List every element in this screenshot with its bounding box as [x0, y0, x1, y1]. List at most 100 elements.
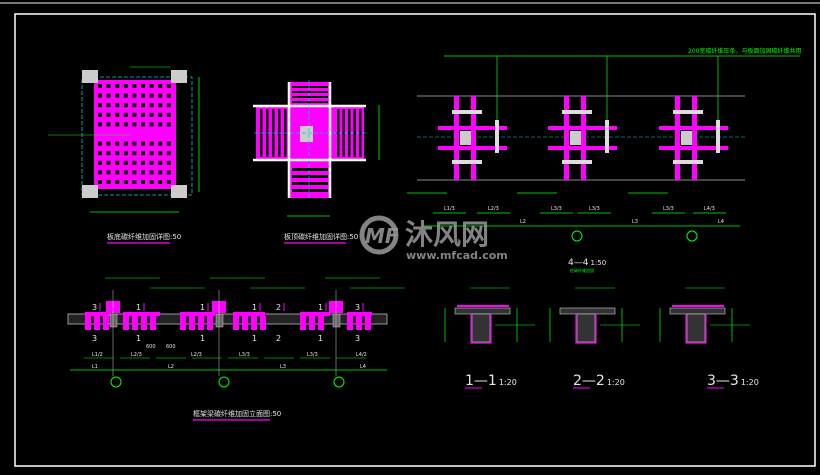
- column-corner: [82, 185, 98, 198]
- cfrp-u-wrap: [123, 316, 129, 330]
- slab-section: [454, 307, 511, 315]
- sheet-opening: [166, 141, 171, 146]
- cfrp-strip: [180, 312, 215, 316]
- sheet-opening: [132, 112, 137, 117]
- cfrp-column-strip: [675, 96, 680, 180]
- section-4-4-subtitle: 柱碳纤维加固: [570, 267, 594, 273]
- sheet-opening: [98, 160, 102, 165]
- stripe-gap: [292, 86, 328, 88]
- cfrp-column-strip: [581, 96, 586, 180]
- sheet-opening: [106, 160, 111, 165]
- sheet-opening: [123, 170, 128, 175]
- stripe-gap: [292, 189, 328, 192]
- sheet-opening: [115, 112, 120, 117]
- cfrp-u-wrap: [180, 316, 186, 330]
- cfrp-u-wrap: [251, 316, 257, 330]
- span-label: L2: [520, 219, 526, 225]
- dimension-label: L2/3: [488, 206, 499, 212]
- cfrp-strip: [300, 312, 330, 316]
- cfrp-column-strip: [564, 96, 569, 180]
- cfrp-u-wrap: [347, 316, 353, 330]
- column: [332, 313, 341, 328]
- section-4-4-title: 4—4: [568, 258, 589, 268]
- beam-elevation-title-line: 框架梁碳纤维加固立面图:50: [193, 409, 281, 418]
- pressure-strip: [605, 120, 609, 153]
- sheet-opening: [98, 93, 102, 98]
- plate-top-title: 板顶碳纤维加固详图: [284, 232, 347, 241]
- cfrp-u-wrap: [103, 316, 109, 330]
- sheet-opening: [106, 93, 111, 98]
- sheet-opening: [158, 151, 163, 156]
- cfrp-u-wrap: [309, 316, 315, 330]
- dimension-label: L2/3: [131, 352, 142, 358]
- section-1-1-scale: 1:20: [499, 378, 517, 387]
- sheet-opening: [132, 141, 137, 146]
- sheet-opening: [158, 141, 163, 146]
- cfrp-beam-strip: [659, 126, 728, 130]
- span-label: L4: [718, 219, 724, 225]
- cfrp-u-wrap: [575, 314, 597, 344]
- section-mark: 1: [318, 303, 323, 312]
- sheet-opening: [166, 170, 171, 175]
- column-corner: [82, 70, 98, 83]
- sheet-opening: [132, 160, 137, 165]
- stripe-gap: [353, 109, 356, 157]
- section-mark: 2: [276, 303, 281, 312]
- sheet-opening: [98, 84, 102, 88]
- plate-bottom-title-line: 板底碳纤维加固详图:50: [107, 232, 181, 241]
- column: [215, 313, 224, 328]
- sheet-opening: [132, 93, 137, 98]
- cfrp-strip: [85, 312, 110, 316]
- sheet-opening: [115, 122, 120, 127]
- cfrp-column-strip: [692, 96, 697, 180]
- sheet-opening: [141, 84, 145, 88]
- dimension-label: L3/3: [589, 206, 600, 212]
- sheet-opening: [132, 170, 137, 175]
- section-mark: 1: [252, 334, 257, 343]
- sheet-opening: [106, 180, 111, 184]
- cfrp-beam-strip: [659, 146, 728, 150]
- dimension-label: L1/3: [444, 206, 455, 212]
- cfrp-u-wrap: [318, 316, 324, 330]
- dimension-label: L3/3: [307, 352, 318, 358]
- sheet-opening: [132, 122, 137, 127]
- sheet-opening: [149, 141, 154, 146]
- sheet-opening: [149, 103, 154, 108]
- span-label: L2: [168, 364, 174, 370]
- section-mark: 1: [252, 303, 257, 312]
- span-label: L3: [632, 219, 638, 225]
- cfrp-u-wrap: [189, 316, 195, 330]
- sheet-opening: [106, 170, 111, 175]
- sheet-opening: [141, 180, 145, 184]
- spacing-label: 600: [146, 344, 156, 350]
- dimension-label: L3/3: [663, 206, 674, 212]
- beam-web-section: [471, 313, 491, 343]
- section-2-2-scale: 1:20: [607, 378, 625, 387]
- section-1-1-title: 1—1: [465, 373, 497, 389]
- sheet-opening: [158, 112, 163, 117]
- sheet-opening: [115, 103, 120, 108]
- dimension-label: L1/2: [92, 352, 103, 358]
- axis-bubble: [571, 230, 583, 242]
- sheet-opening: [149, 180, 154, 184]
- stripe-gap: [292, 101, 328, 103]
- section-4-4-scale: 1:50: [590, 259, 606, 267]
- cfrp-u-wrap: [685, 314, 707, 344]
- sheet-opening: [166, 103, 171, 108]
- cfrp-u-wrap: [365, 316, 371, 330]
- section-mark: 1: [136, 303, 141, 312]
- beam-elevation-scale: :50: [270, 410, 281, 418]
- sheet-opening: [149, 93, 154, 98]
- cfrp-beam-strip: [438, 126, 507, 130]
- watermark-url: www.mfcad.com: [406, 249, 508, 262]
- section-mark: 1: [200, 334, 205, 343]
- beam-web-section: [686, 313, 706, 343]
- section-3-3-title: 3—3: [707, 373, 739, 389]
- column: [460, 131, 471, 145]
- stripe-gap: [292, 175, 328, 178]
- sheet-opening: [98, 170, 102, 175]
- cfrp-top: [457, 305, 509, 307]
- dimension-label: L4/3: [704, 206, 715, 212]
